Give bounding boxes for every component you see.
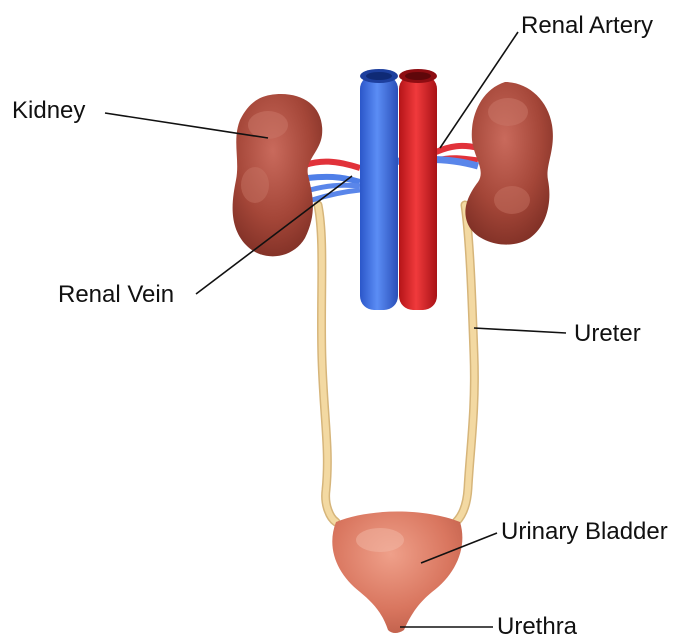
ureter-leader — [474, 328, 566, 333]
ureter-label: Ureter — [574, 322, 641, 346]
vena-cava — [360, 69, 398, 310]
urethra-label: Urethra — [497, 615, 577, 639]
left-renal-vessels — [305, 162, 360, 200]
urinary-bladder-label: Urinary Bladder — [501, 520, 668, 544]
aorta — [399, 69, 437, 310]
renal-vein-label: Renal Vein — [58, 283, 174, 307]
right-ureter — [456, 205, 474, 522]
renal-artery-label: Renal Artery — [521, 14, 653, 38]
urinary-bladder — [332, 512, 462, 634]
kidney-label: Kidney — [12, 99, 85, 123]
left-ureter — [318, 205, 336, 522]
